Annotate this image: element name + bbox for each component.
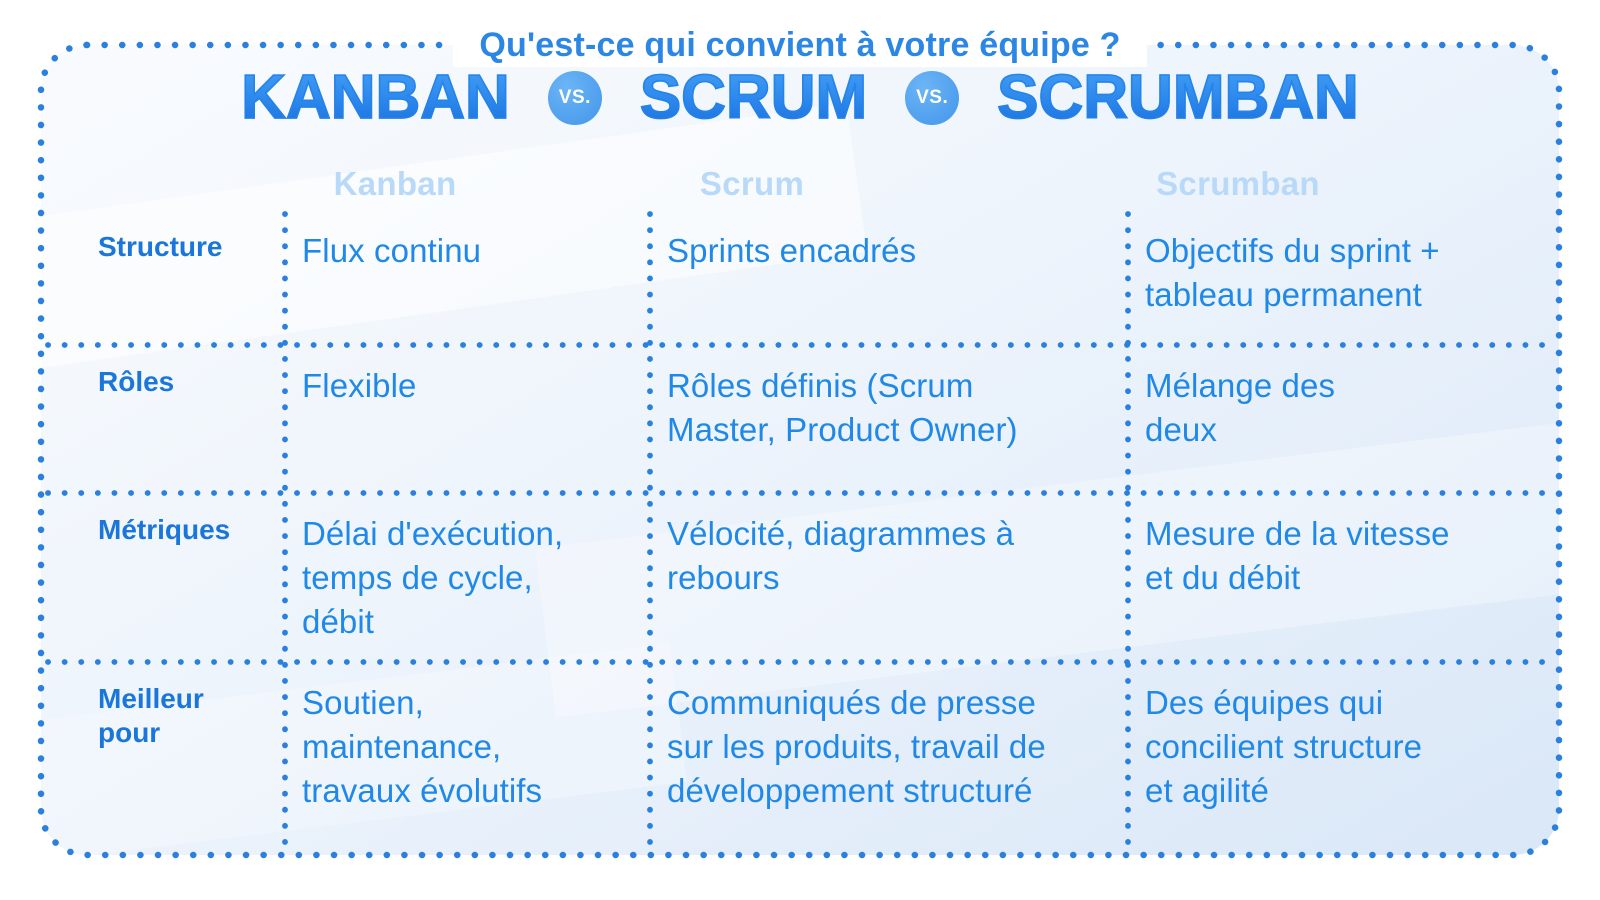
- vs-badge-icon: VS.: [905, 70, 960, 125]
- heading-scrum: SCRUM: [639, 62, 868, 133]
- cell-metriques-scrum: Vélocité, diagrammes à rebours: [667, 515, 1015, 596]
- cell-structure-kanban: Flux continu: [302, 232, 482, 269]
- cell-metriques-kanban: Délai d'exécution, temps de cycle, débit: [302, 515, 564, 640]
- cell-metriques-scrumban: Mesure de la vitesse et du débit: [1145, 515, 1450, 596]
- vs-badge-icon: VS.: [547, 70, 602, 125]
- cell-meilleur-scrum: Communiqués de presse sur les produits, …: [667, 684, 1046, 809]
- comparison-table: Structure Flux continu Sprints encadrés …: [38, 210, 1562, 850]
- cell-roles-scrumban: Mélange des deux: [1145, 367, 1336, 448]
- row-label-meilleur-pour: Meilleur pour: [98, 683, 204, 749]
- cell-meilleur-scrumban: Des équipes qui concilient structure et …: [1145, 684, 1423, 809]
- cell-roles-scrum: Rôles définis (Scrum Master, Product Own…: [667, 367, 1018, 448]
- row-label-roles: Rôles: [98, 366, 175, 397]
- column-header-scrumban: Scrumban: [1156, 165, 1320, 202]
- column-header-scrum: Scrum: [699, 165, 805, 202]
- column-header-kanban: Kanban: [333, 165, 457, 202]
- cell-structure-scrum: Sprints encadrés: [667, 232, 917, 269]
- heading-scrumban: SCRUMBAN: [996, 62, 1359, 133]
- cell-meilleur-kanban: Soutien, maintenance, travaux évolutifs: [302, 684, 543, 809]
- main-heading: KANBAN VS. SCRUM VS. SCRUMBAN: [0, 62, 1600, 133]
- title-row: Qu'est-ce qui convient à votre équipe ?: [0, 24, 1600, 67]
- heading-kanban: KANBAN: [240, 62, 510, 133]
- page-title: Qu'est-ce qui convient à votre équipe ?: [453, 24, 1147, 67]
- cell-roles-kanban: Flexible: [302, 367, 417, 404]
- cell-structure-scrumban: Objectifs du sprint + tableau permanent: [1145, 232, 1440, 313]
- row-label-metriques: Métriques: [98, 514, 231, 545]
- row-label-structure: Structure: [98, 231, 223, 262]
